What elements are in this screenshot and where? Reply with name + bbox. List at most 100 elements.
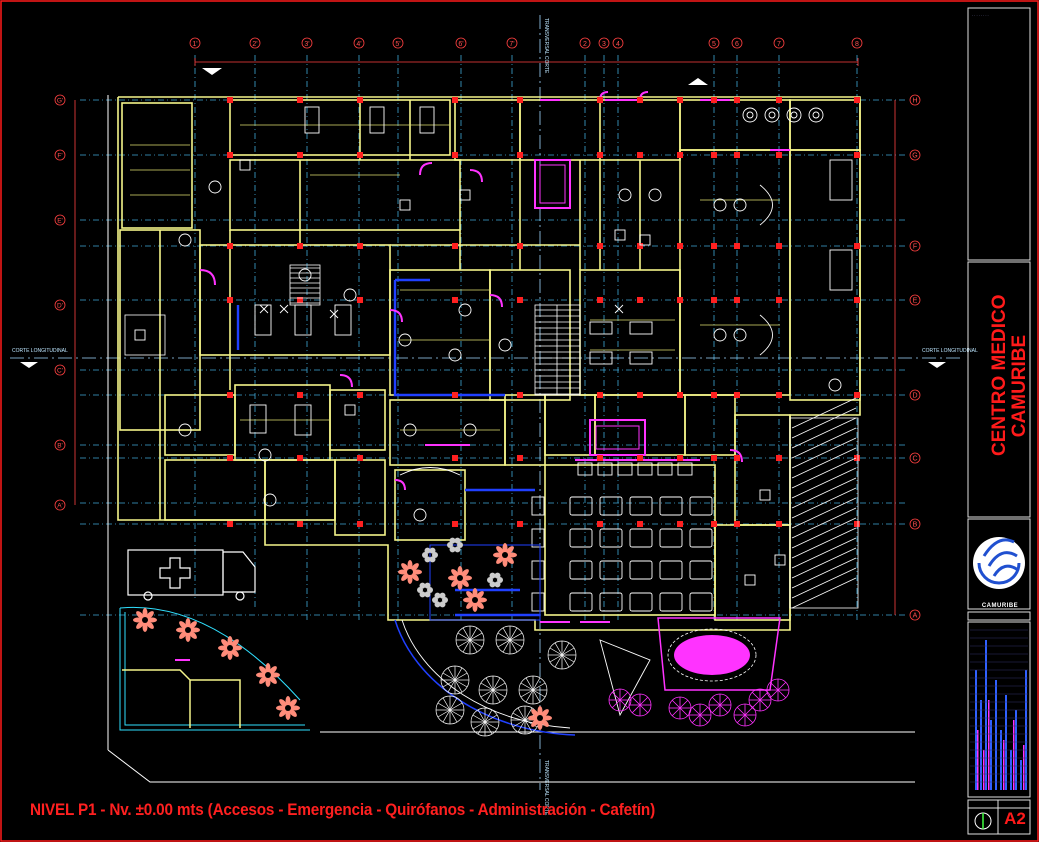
column-marker	[357, 455, 363, 461]
column-marker	[637, 455, 643, 461]
column-marker	[854, 243, 860, 249]
chair	[178, 423, 192, 437]
column-marker	[597, 97, 603, 103]
column-marker	[597, 152, 603, 158]
column-marker	[517, 392, 523, 398]
column-marker	[357, 297, 363, 303]
axis-bubble: F'	[54, 149, 66, 161]
column-marker	[677, 521, 683, 527]
fixture	[639, 234, 651, 246]
dining-table	[659, 560, 683, 580]
flower-icon	[528, 706, 552, 730]
column-marker	[711, 392, 717, 398]
column-marker	[297, 521, 303, 527]
flower-icon	[398, 560, 422, 584]
dining-table	[689, 592, 713, 612]
column-marker	[776, 392, 782, 398]
column-marker	[734, 243, 740, 249]
dining-table	[599, 528, 623, 548]
tree-icon	[455, 625, 485, 655]
axis-label: 3'	[304, 41, 309, 48]
bed	[294, 304, 312, 336]
chart-bar	[983, 750, 985, 790]
bed	[419, 106, 435, 134]
column-marker	[734, 97, 740, 103]
bed	[254, 304, 272, 336]
chair	[637, 462, 653, 476]
flower-icon	[176, 618, 200, 642]
chart-bar	[1010, 750, 1012, 790]
chair	[733, 198, 747, 212]
bed	[829, 249, 853, 291]
axis-bubble: D	[909, 389, 921, 401]
chair	[178, 233, 192, 247]
axis-bubble: B'	[54, 439, 66, 451]
chair	[258, 448, 272, 462]
axis-label: 4'	[356, 41, 361, 48]
column-marker	[854, 97, 860, 103]
structural-columns	[227, 97, 860, 527]
chart-bar	[1013, 720, 1015, 790]
shrub-icon	[608, 688, 632, 712]
chair	[713, 328, 727, 342]
column-marker	[637, 392, 643, 398]
axis-bubble: D'	[54, 299, 66, 311]
bed	[589, 321, 613, 335]
chart-bar	[977, 730, 979, 790]
axis-bubble: E'	[54, 214, 66, 226]
column-marker	[297, 392, 303, 398]
axis-label: 1'	[192, 41, 197, 48]
column-marker	[452, 297, 458, 303]
column-marker	[297, 455, 303, 461]
axis-bubble: 2'	[249, 37, 261, 49]
shrub-icon	[628, 693, 652, 717]
top-dimension-line	[194, 58, 859, 66]
axis-label: C'	[57, 368, 63, 375]
column-marker	[357, 392, 363, 398]
column-marker	[734, 297, 740, 303]
chair	[713, 198, 727, 212]
column-marker	[854, 297, 860, 303]
chair	[448, 348, 462, 362]
toilet	[742, 107, 758, 123]
axis-bubble: B	[909, 518, 921, 530]
column-marker	[597, 297, 603, 303]
fixture	[759, 489, 771, 501]
axis-label: 2	[583, 41, 587, 48]
chair	[733, 328, 747, 342]
tree-icon	[495, 625, 525, 655]
axis-bubble: G	[909, 149, 921, 161]
column-marker	[854, 152, 860, 158]
chart-bar	[1025, 670, 1027, 790]
axis-label: D'	[57, 303, 63, 310]
plaza-fountain	[657, 617, 781, 691]
column-marker	[517, 152, 523, 158]
axis-bubble: E	[909, 294, 921, 306]
parking-bays	[122, 669, 241, 728]
flower-icon	[463, 588, 487, 612]
bed	[369, 106, 385, 134]
flower-icon	[218, 636, 242, 660]
trees	[435, 625, 577, 737]
magenta-elements	[175, 91, 790, 661]
axis-bubble: A'	[54, 499, 66, 511]
shrub-icon	[708, 693, 732, 717]
section-labels: CORTE LONGITUDINAL CORTE LONGITUDINAL TR…	[12, 18, 978, 816]
dining-table	[659, 592, 683, 612]
chart-bar	[980, 700, 982, 790]
dining-table	[629, 560, 653, 580]
column-marker	[677, 152, 683, 158]
dining-table	[569, 496, 593, 516]
plant-icon	[447, 537, 463, 553]
chart-bar	[1005, 695, 1007, 790]
dining-table	[599, 592, 623, 612]
axis-bubble: 1'	[189, 37, 201, 49]
chart-bar	[1020, 760, 1022, 790]
toilet	[746, 111, 754, 119]
dining-table	[689, 496, 713, 516]
dining-table	[629, 496, 653, 516]
axis-bubble: G'	[54, 94, 66, 106]
section-cut-lines	[10, 15, 960, 790]
fixture	[134, 329, 146, 341]
project-title-line1: CENTRO MEDICO	[989, 294, 1010, 457]
